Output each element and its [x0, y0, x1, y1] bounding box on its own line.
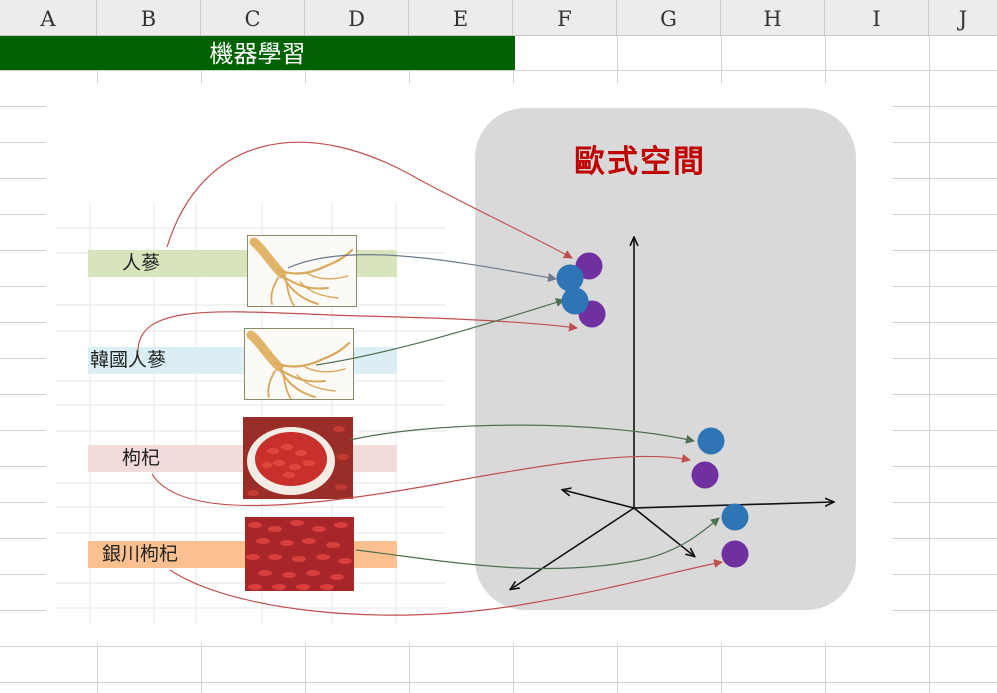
embedding-points: [557, 253, 749, 568]
arrow-ningxia-goji-image-to-point: [356, 518, 719, 569]
arrow-ningxia-goji-label-to-point: [170, 562, 722, 615]
point-ningxia-goji-blue: [722, 504, 749, 531]
arrow-korean-ginseng-label-to-point: [138, 312, 577, 350]
point-ginseng-blue: [557, 265, 584, 292]
arrow-goji-label-to-point: [152, 456, 690, 505]
axis-front-left: [511, 508, 634, 589]
arrow-ginseng-label-to-point: [167, 142, 572, 258]
arrow-korean-ginseng-image-to-point: [316, 300, 564, 365]
axis-front-right: [634, 508, 694, 556]
point-goji-blue: [698, 428, 725, 455]
arrow-ginseng-image-to-point: [288, 255, 556, 279]
arrow-goji-image-to-point: [350, 425, 694, 441]
point-ningxia-goji-purple: [722, 541, 749, 568]
point-korean-ginseng-blue: [562, 288, 589, 315]
axis-back-left: [563, 490, 634, 508]
point-goji-purple: [692, 462, 719, 489]
axes-3d: [511, 238, 833, 589]
